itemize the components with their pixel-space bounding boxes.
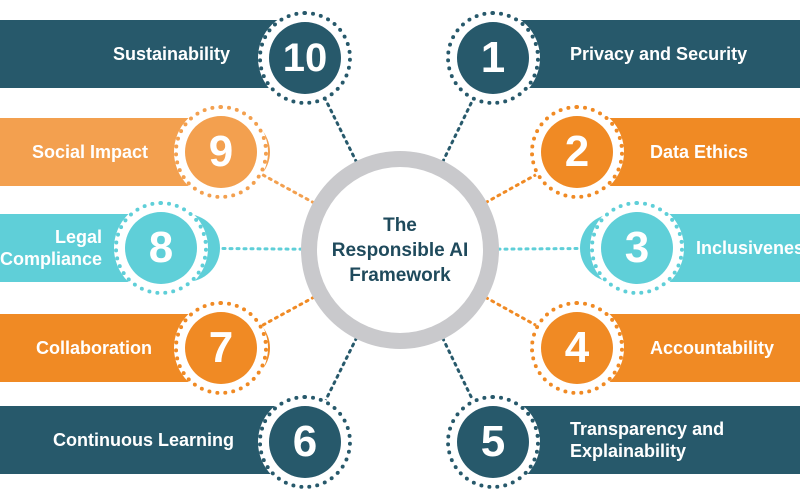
principle-number-1: 1 [457, 22, 529, 94]
principle-label-6: Continuous Learning [53, 430, 234, 450]
principle-label-2: Data Ethics [650, 142, 749, 162]
principle-label-1: Privacy and Security [570, 44, 748, 64]
principle-label-9: Social Impact [31, 142, 148, 162]
principle-number-6: 6 [269, 406, 341, 478]
principle-label-10: Sustainability [112, 44, 230, 64]
principle-label-5: Transparency and Explainability [570, 419, 725, 461]
principle-number-10: 10 [269, 22, 341, 94]
principle-number-2: 2 [541, 116, 613, 188]
principle-number-5: 5 [457, 406, 529, 478]
principle-number-3: 3 [601, 212, 673, 284]
principle-number-4: 4 [541, 312, 613, 384]
principle-label-7: Collaboration [36, 338, 152, 358]
principle-label-4: Accountability [650, 338, 775, 358]
principle-number-8: 8 [125, 212, 197, 284]
center-title: The Responsible AI Framework [331, 214, 469, 286]
principle-number-7: 7 [185, 312, 257, 384]
principle-label-8: Legal Compliance [0, 227, 102, 269]
center-hub: The Responsible AI Framework [317, 167, 483, 333]
principle-label-3: Inclusiveness [696, 238, 800, 258]
principle-number-9: 9 [185, 116, 257, 188]
